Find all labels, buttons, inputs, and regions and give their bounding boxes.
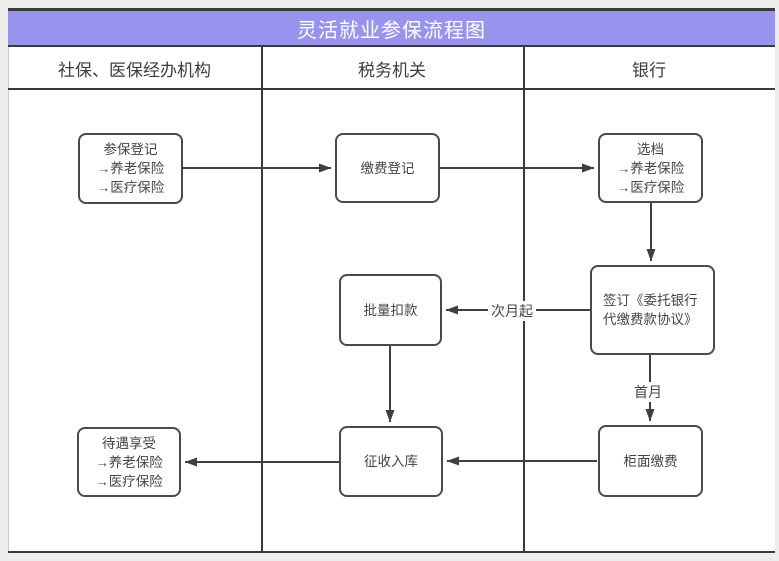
node-line: 柜面缴费 — [623, 453, 678, 469]
node-tier-selection: 选档 →养老保险 →医疗保险 — [598, 133, 703, 203]
edge-label-first-month: 首月 — [631, 382, 665, 402]
lane-header-row: 社保、医保经办机构 税务机关 银行 — [8, 47, 775, 90]
node-line: →养老保险 — [95, 454, 163, 470]
node-line: →养老保险 — [616, 160, 685, 176]
node-line: →医疗保险 — [95, 473, 163, 489]
node-line: 参保登记 — [103, 142, 158, 157]
lane-header-social-medical-agency: 社保、医保经办机构 — [58, 61, 211, 80]
node-line: 缴费登记 — [360, 160, 415, 176]
lane-header-bank: 银行 — [632, 61, 666, 80]
node-enrollment-registration: 参保登记 →养老保险 →医疗保险 — [78, 133, 183, 204]
node-sign-bank-agreement: 签订《委托银行 代缴费款协议》 — [590, 265, 715, 355]
node-line: 批量扣款 — [363, 302, 418, 318]
diagram-title: 灵活就业参保流程图 — [297, 19, 486, 42]
node-payment-registration: 缴费登记 — [335, 133, 440, 203]
node-counter-payment: 柜面缴费 — [598, 425, 703, 497]
node-line: 签订《委托银行 — [603, 293, 698, 308]
lane-divider-2 — [523, 47, 525, 551]
node-line: →养老保险 — [96, 161, 165, 176]
node-collection-into-treasury: 征收入库 — [339, 426, 443, 497]
node-line: 代缴费款协议》 — [603, 312, 698, 327]
lane-header-tax-authority: 税务机关 — [358, 61, 426, 80]
node-benefit-enjoyment: 待遇享受 →养老保险 →医疗保险 — [77, 427, 181, 497]
node-batch-deduction: 批量扣款 — [339, 274, 442, 346]
node-line: 待遇享受 — [102, 435, 156, 451]
node-line: 征收入库 — [364, 454, 418, 469]
header-underline — [8, 88, 775, 90]
node-line: 选档 — [637, 141, 664, 157]
edge-label-next-month: 次月起 — [488, 301, 536, 321]
node-line: →医疗保险 — [96, 180, 165, 195]
lane-divider-1 — [261, 47, 263, 551]
diagram-title-bar: 灵活就业参保流程图 — [8, 8, 775, 47]
table-bottom-border — [8, 551, 775, 553]
node-line: →医疗保险 — [616, 179, 685, 195]
